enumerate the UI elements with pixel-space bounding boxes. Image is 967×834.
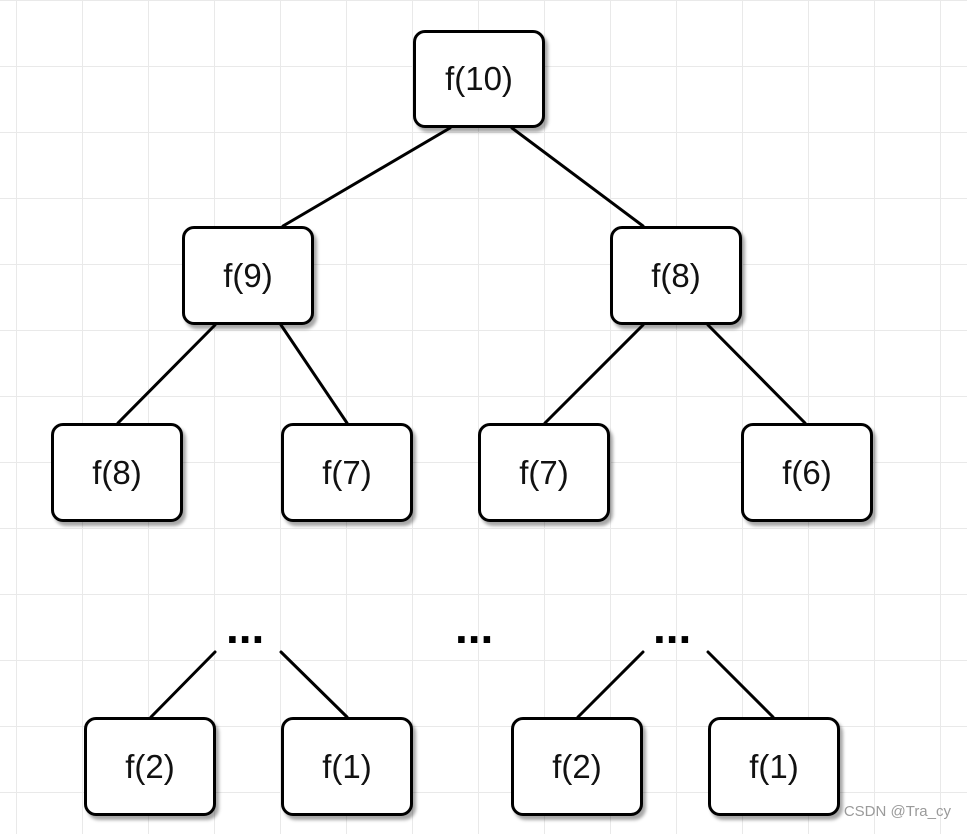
ellipsis-middle: ... (455, 601, 494, 653)
node-l3-d: f(1) (708, 717, 840, 816)
node-l1-left: f(9) (182, 226, 314, 325)
edge-f8-f6 (706, 323, 807, 425)
node-l3-b: f(1) (281, 717, 413, 816)
node-root: f(10) (413, 30, 545, 128)
node-l2-a: f(8) (51, 423, 183, 522)
node-l1-right: f(8) (610, 226, 742, 325)
edge-f8-f7 (543, 323, 645, 425)
edge-f9-f7 (279, 323, 349, 425)
node-l2-d: f(6) (741, 423, 873, 522)
watermark: CSDN @Tra_cy (843, 803, 951, 820)
edge-dots-f1-left (279, 650, 349, 719)
edge-f9-f8 (116, 323, 217, 425)
edge-root-f8 (510, 126, 645, 228)
edge-root-f9 (281, 126, 452, 228)
node-l3-a: f(2) (84, 717, 216, 816)
edge-dots-f2-right (576, 650, 645, 719)
node-l2-c: f(7) (478, 423, 610, 522)
ellipsis-right: ... (653, 601, 692, 653)
edge-dots-f2-left (149, 650, 217, 719)
node-l2-b: f(7) (281, 423, 413, 522)
node-l3-c: f(2) (511, 717, 643, 816)
edge-dots-f1-right (706, 650, 775, 719)
ellipsis-left: ... (226, 601, 265, 653)
